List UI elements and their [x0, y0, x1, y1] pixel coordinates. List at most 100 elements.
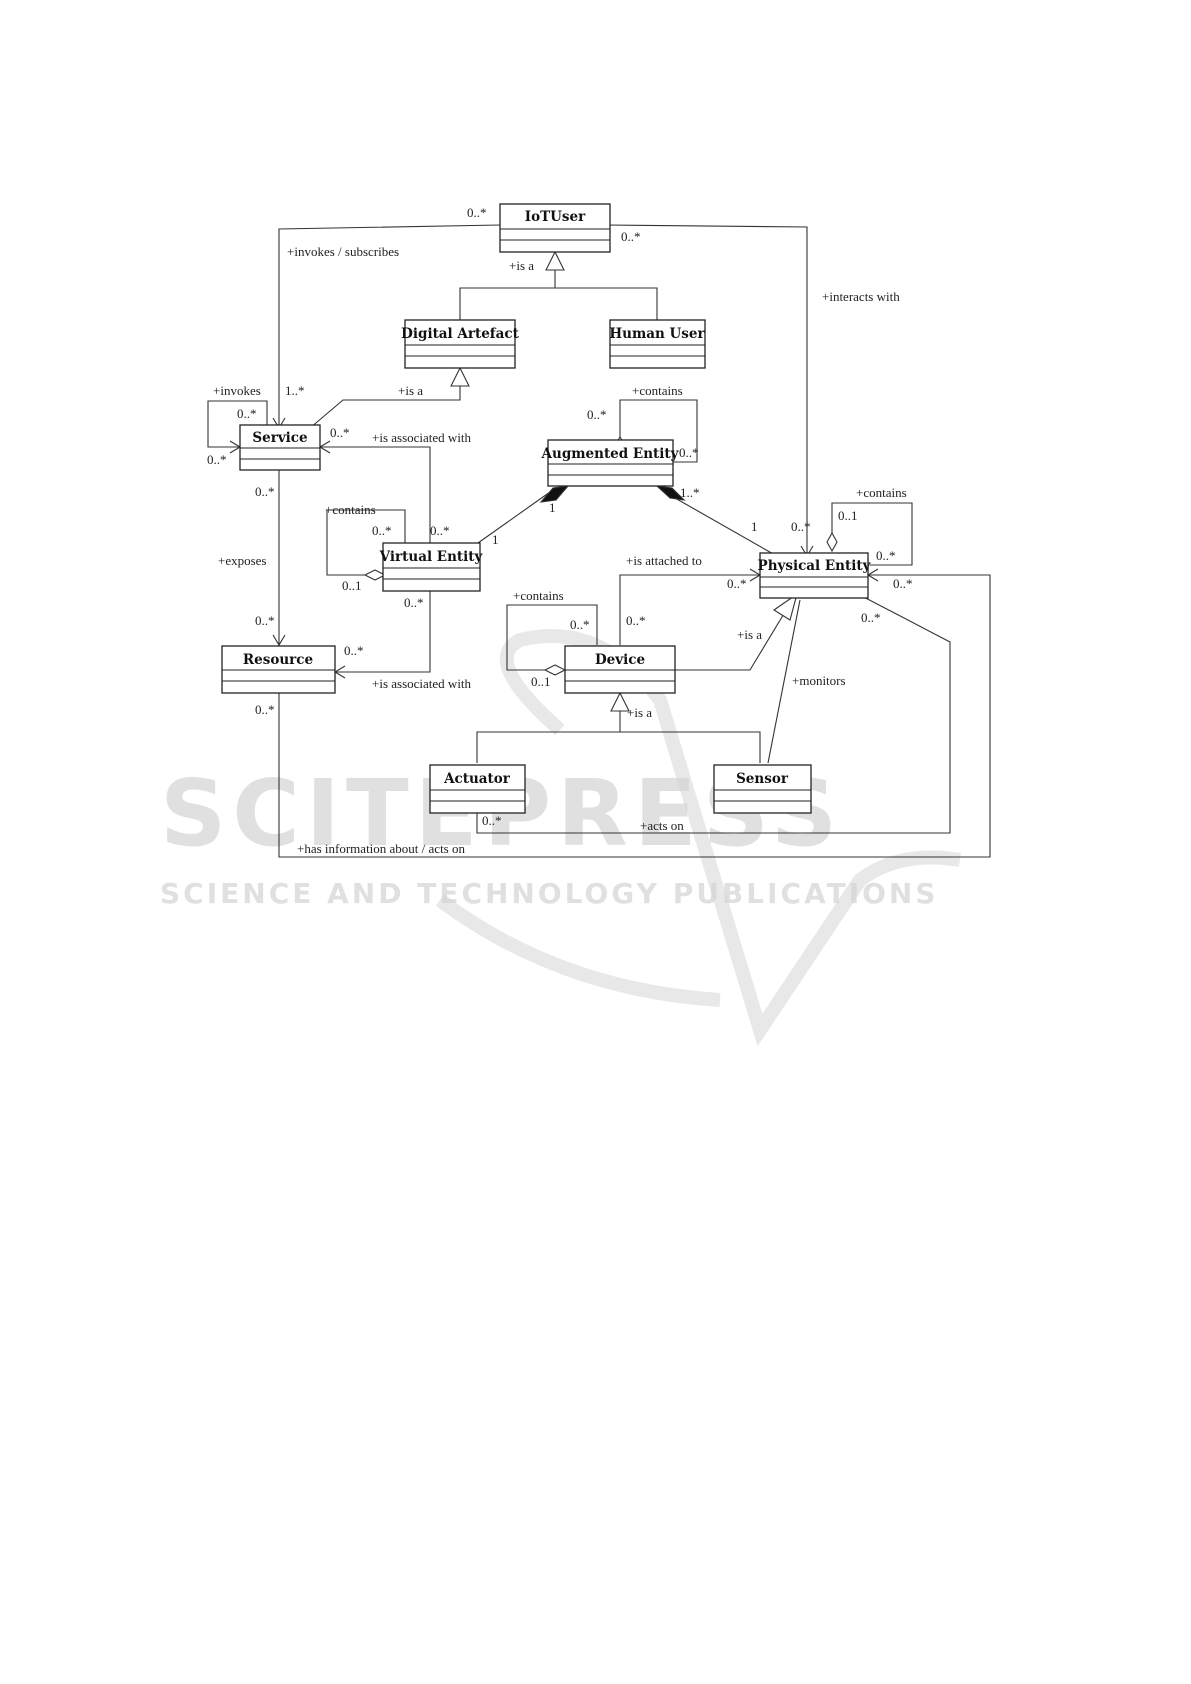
- label-is-a-device: +is a: [737, 627, 762, 642]
- label-acts-on: +acts on: [640, 818, 684, 833]
- class-sensor[interactable]: Sensor: [713, 764, 812, 814]
- label-is-a-service: +is a: [398, 383, 423, 398]
- watermark-subtitle: SCIENCE AND TECHNOLOGY PUBLICATIONS: [160, 877, 939, 910]
- edges: [207, 224, 991, 858]
- triangle-iotuser: [545, 250, 565, 271]
- class-iotuser-name: IoTUser: [525, 209, 586, 225]
- diamond-ae-ve: [539, 485, 570, 503]
- diamond-ve-contains: [363, 569, 387, 581]
- class-virtual-entity[interactable]: Virtual Entity: [379, 542, 484, 592]
- edge-invokes-subscribes: [278, 224, 501, 428]
- diamond-ae-pe: [655, 485, 686, 501]
- label-contains-pe: +contains: [856, 485, 907, 500]
- class-service-name: Service: [252, 430, 307, 446]
- class-iotuser[interactable]: IoTUser: [499, 203, 611, 253]
- arrowhead-resource-top: [272, 634, 286, 647]
- watermark-swoosh-lower: [435, 894, 721, 1007]
- edge-has-information-about: [278, 574, 991, 858]
- mult-pe-user: 0..*: [791, 519, 811, 534]
- class-actuator-name: Actuator: [443, 771, 511, 787]
- mult-resource-bottom: 0..*: [255, 702, 275, 717]
- edge-monitors: [767, 599, 801, 764]
- mult-iotuser-left: 0..*: [467, 205, 487, 220]
- edge-ve-service: [320, 446, 431, 543]
- edge-ve-resource: [335, 591, 431, 673]
- class-actuator[interactable]: Actuator: [429, 764, 526, 814]
- multiplicities: 0..* 0..* 1..* 0..* 0..* 0..* 0..* 0..* …: [207, 205, 913, 828]
- triangle-pe-device: [773, 592, 798, 621]
- class-sensor-name: Sensor: [736, 771, 789, 787]
- edge-is-attached-to: [619, 574, 760, 645]
- class-digital-artefact-name: Digital Artefact: [401, 326, 519, 342]
- edge-ae-self-contains: [619, 399, 698, 463]
- class-service[interactable]: Service: [239, 424, 321, 471]
- mult-resource-assoc: 0..*: [344, 643, 364, 658]
- mult-pe-self-many: 0..*: [876, 548, 896, 563]
- label-is-a-user: +is a: [509, 258, 534, 273]
- mult-pe-self-one: 0..1: [838, 508, 858, 523]
- mult-service-self-left: 0..*: [207, 452, 227, 467]
- edge-pe-self-contains: [831, 502, 913, 566]
- label-has-information-about: +has information about / acts on: [297, 841, 465, 856]
- label-invokes-subscribes: +invokes / subscribes: [287, 244, 399, 259]
- mult-ae-self-right: 0..*: [679, 445, 699, 460]
- class-augmented-entity-name: Augmented Entity: [541, 446, 680, 462]
- mult-ae-pe: 1..*: [680, 485, 700, 500]
- mult-ae-self-left: 0..*: [587, 407, 607, 422]
- edge-service-is-a: [309, 386, 461, 429]
- association-labels: +invokes / subscribes +interacts with +i…: [213, 244, 907, 856]
- mult-ve-ae: 1: [492, 532, 499, 547]
- edge-service-self-invokes: [207, 400, 268, 448]
- mult-ve-self-one: 0..1: [342, 578, 362, 593]
- edge-generalization-device: [476, 711, 761, 763]
- label-is-a-sub: +is a: [627, 705, 652, 720]
- class-physical-entity[interactable]: Physical Entity: [758, 552, 872, 599]
- mult-service-self-top: 0..*: [237, 406, 257, 421]
- mult-device-self-one: 0..1: [531, 674, 551, 689]
- edge-ae-pe: [667, 493, 776, 556]
- class-virtual-entity-name: Virtual Entity: [379, 549, 484, 565]
- triangle-device: [610, 691, 630, 712]
- edge-ae-ve: [477, 491, 551, 544]
- class-resource[interactable]: Resource: [221, 645, 336, 694]
- mult-device-self-many: 0..*: [570, 617, 590, 632]
- mult-resource-top: 0..*: [255, 613, 275, 628]
- class-physical-entity-name: Physical Entity: [758, 558, 872, 574]
- mult-ve-self-many: 0..*: [372, 523, 392, 538]
- label-invokes: +invokes: [213, 383, 261, 398]
- mult-actuator-acts: 0..*: [482, 813, 502, 828]
- mult-pe-ae: 1: [751, 519, 758, 534]
- diamond-device-contains: [543, 664, 567, 676]
- label-is-attached-to: +is attached to: [626, 553, 702, 568]
- mult-iotuser-right: 0..*: [621, 229, 641, 244]
- label-contains-device: +contains: [513, 588, 564, 603]
- class-resource-name: Resource: [243, 652, 313, 668]
- label-is-associated-with-service: +is associated with: [372, 430, 472, 445]
- class-device[interactable]: Device: [564, 645, 676, 694]
- diamond-pe-contains: [826, 531, 838, 553]
- mult-ae-ve: 1: [549, 500, 556, 515]
- edge-device-self-contains: [506, 604, 598, 671]
- edge-interacts-with: [604, 224, 808, 556]
- class-human-user-name: Human User: [609, 326, 705, 342]
- class-augmented-entity[interactable]: Augmented Entity: [541, 439, 680, 487]
- edge-ve-self-contains: [326, 509, 406, 576]
- edge-generalization-user: [459, 270, 658, 320]
- label-monitors: +monitors: [792, 673, 846, 688]
- mult-ve-resource: 0..*: [404, 595, 424, 610]
- mult-ve-service: 0..*: [430, 523, 450, 538]
- mult-pe-outer: 0..*: [893, 576, 913, 591]
- mult-service-invoked: 1..*: [285, 383, 305, 398]
- label-contains-ae: +contains: [632, 383, 683, 398]
- edge-device-is-a: [675, 611, 786, 671]
- class-digital-artefact[interactable]: Digital Artefact: [401, 319, 520, 369]
- label-exposes: +exposes: [218, 553, 267, 568]
- mult-service-ve-assoc: 0..*: [330, 425, 350, 440]
- class-human-user[interactable]: Human User: [609, 319, 706, 369]
- class-device-name: Device: [595, 652, 645, 668]
- edge-acts-on: [476, 593, 951, 834]
- mult-pe-attached: 0..*: [727, 576, 747, 591]
- label-interacts-with: +interacts with: [822, 289, 900, 304]
- label-is-associated-with-resource: +is associated with: [372, 676, 472, 691]
